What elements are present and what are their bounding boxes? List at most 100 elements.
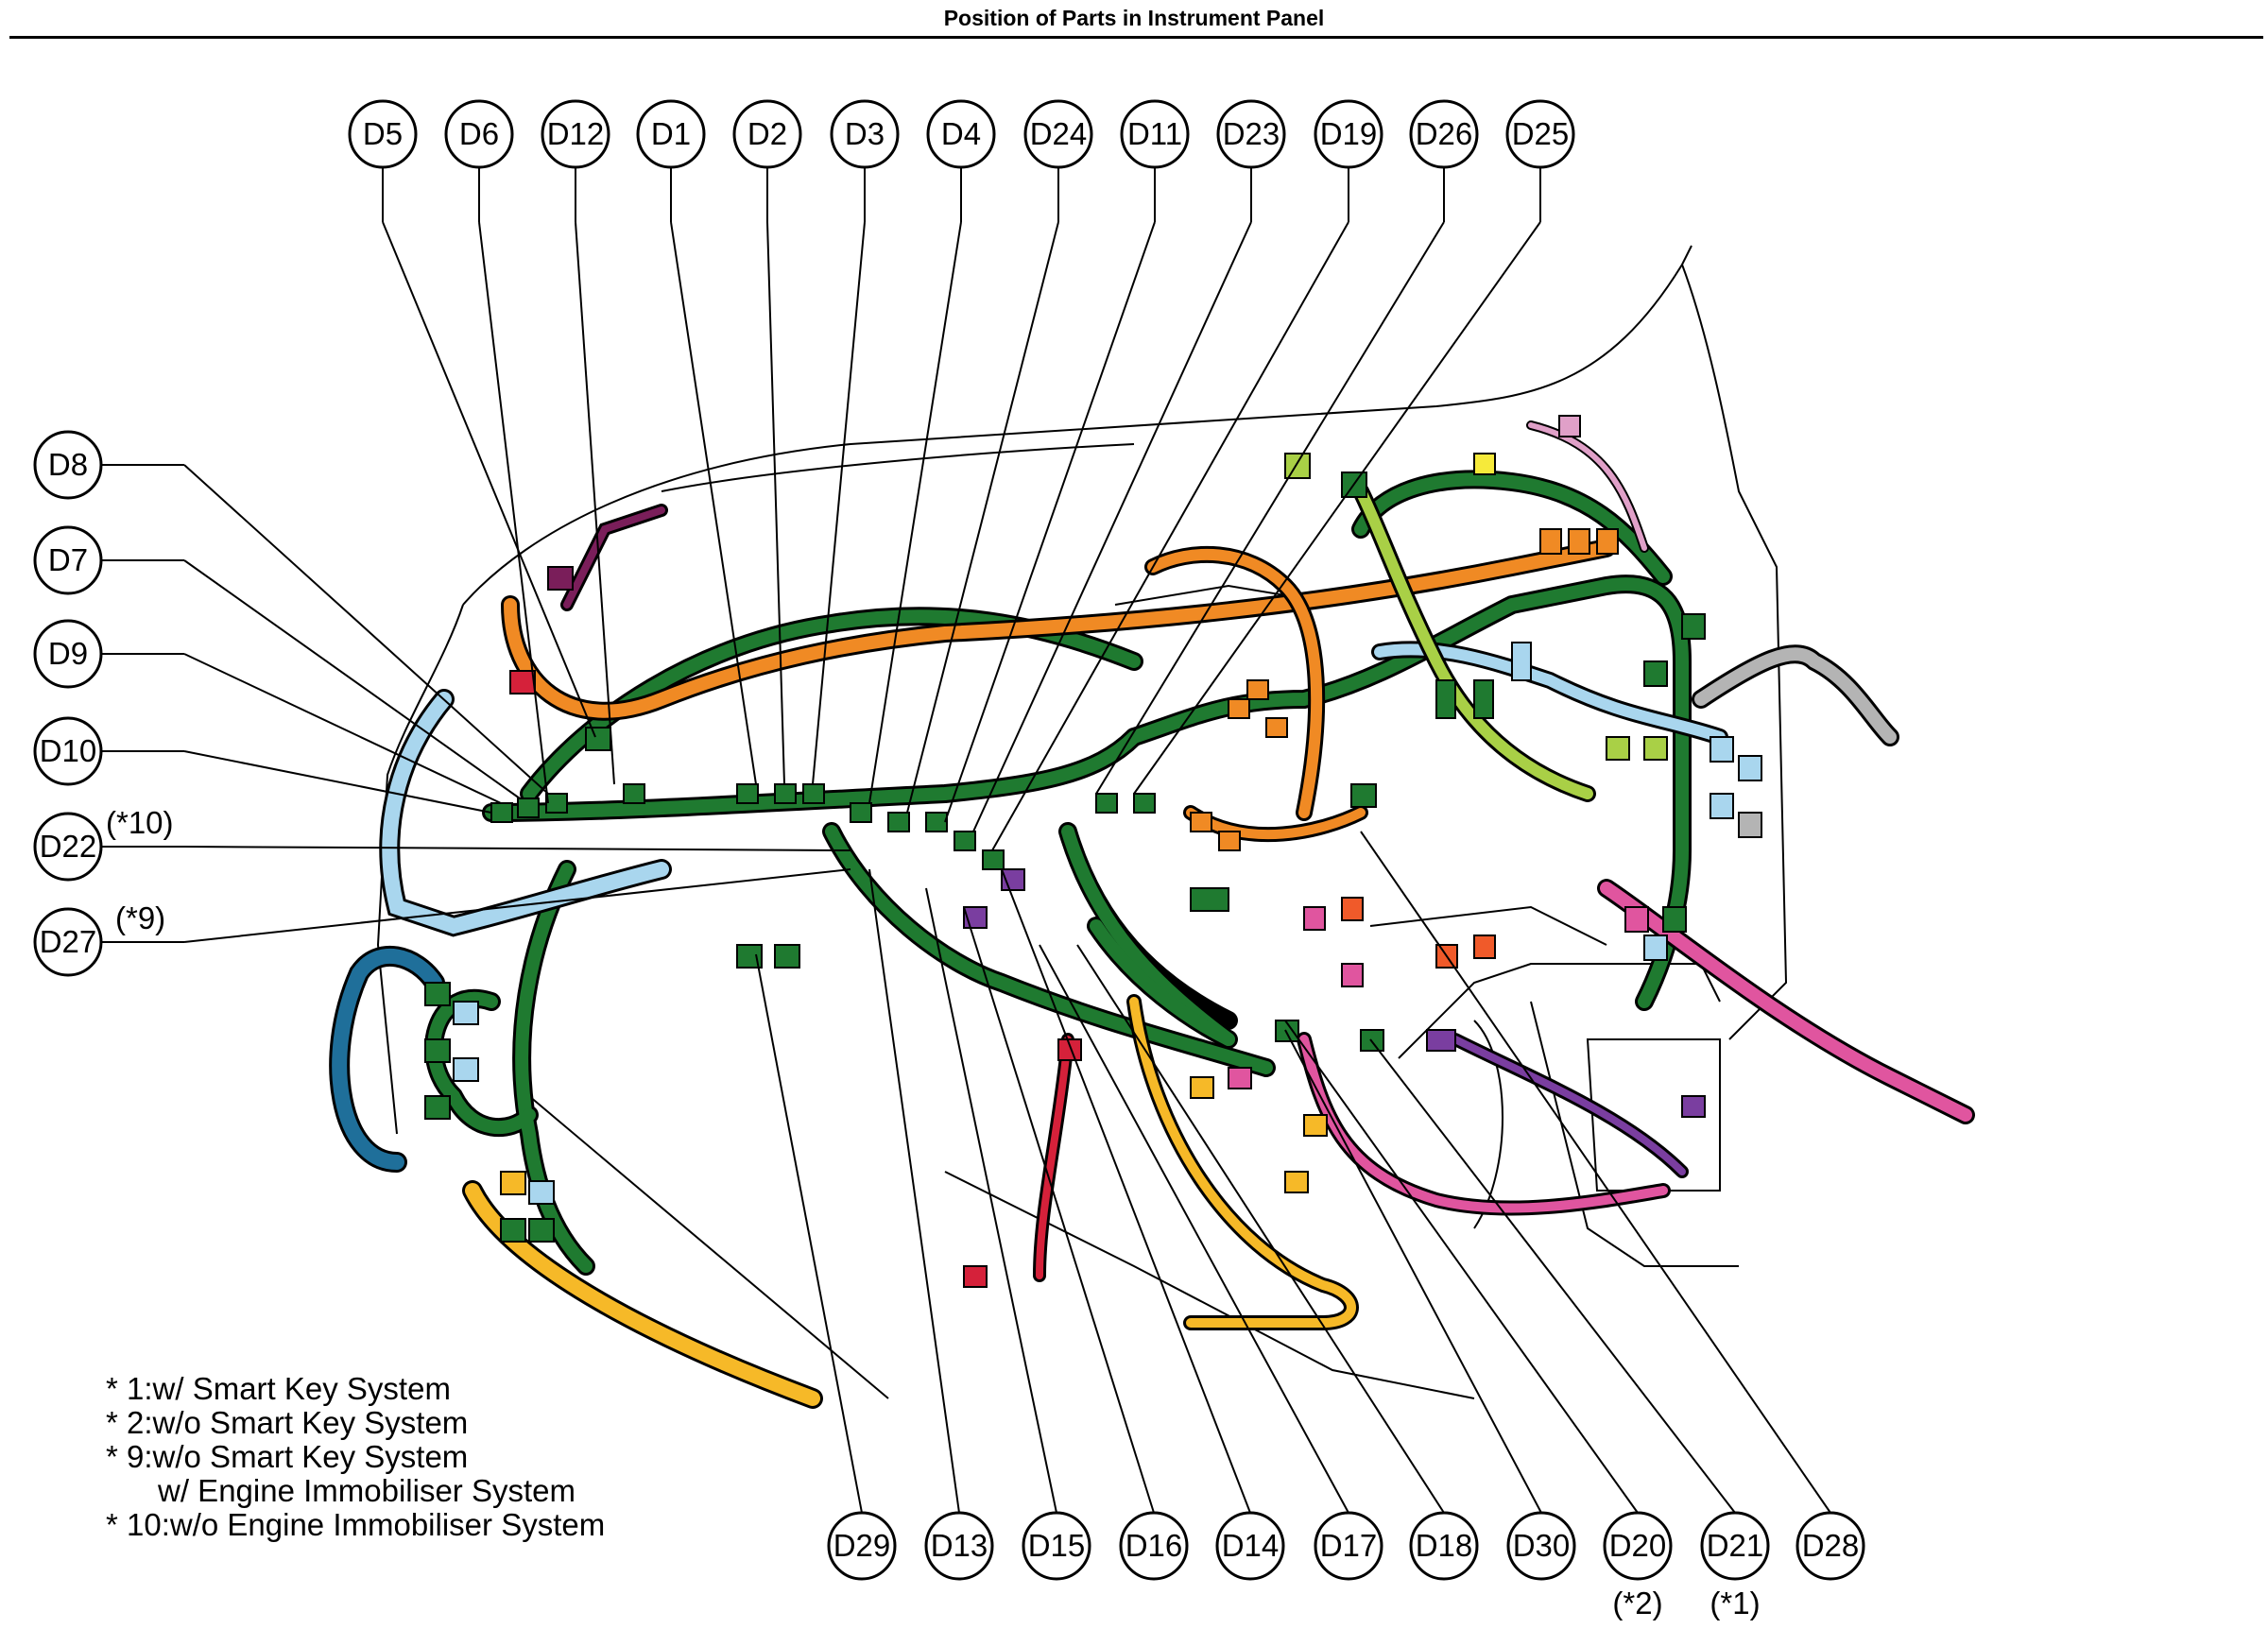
connector xyxy=(774,783,797,804)
callout-label: D3 xyxy=(845,116,885,151)
leader-line-d22 xyxy=(183,846,851,851)
callout-label: D19 xyxy=(1320,116,1378,151)
callout-label: D1 xyxy=(651,116,691,151)
callout-circle xyxy=(444,99,514,169)
callout-d28: D28 xyxy=(1796,1511,1865,1581)
callout-d6: D6 xyxy=(444,99,514,169)
callout-label: D27 xyxy=(40,924,97,959)
callout-circle xyxy=(1505,99,1575,169)
connector xyxy=(545,793,568,814)
leader-line-d4 xyxy=(868,221,962,804)
leader-line-d15 xyxy=(925,887,1057,1514)
connector xyxy=(1218,831,1241,851)
callout-label: D15 xyxy=(1028,1528,1086,1563)
callout-circle xyxy=(1603,1511,1673,1581)
callout-circle xyxy=(1216,99,1286,169)
legend-note-9: * 9:w/o Smart Key System xyxy=(106,1439,469,1474)
callout-d12: D12 xyxy=(541,99,610,169)
callout-label: D12 xyxy=(547,116,605,151)
legend-note-2: * 2:w/o Smart Key System xyxy=(106,1405,469,1440)
connector xyxy=(1275,1020,1299,1042)
callout-label: D9 xyxy=(48,636,88,671)
callout-label: D11 xyxy=(1127,116,1182,151)
connector xyxy=(1710,793,1734,819)
callout-circle xyxy=(33,716,103,786)
callout-d7: D7 xyxy=(33,525,103,595)
callout-d11: D11 xyxy=(1120,99,1190,169)
connector xyxy=(1662,906,1687,933)
leader-line-d20 xyxy=(1284,1020,1639,1514)
connector xyxy=(1057,1038,1082,1061)
connector xyxy=(1643,736,1668,761)
callout-circle xyxy=(33,812,103,882)
callout-note: (*1) xyxy=(1710,1586,1760,1620)
connector xyxy=(1303,1114,1328,1137)
callout-label: D25 xyxy=(1512,116,1570,151)
callout-d1: D1 xyxy=(636,99,706,169)
callout-circle xyxy=(348,99,418,169)
callout-circle xyxy=(1314,1511,1383,1581)
leader-line-d30 xyxy=(1284,1029,1542,1514)
callout-label: D2 xyxy=(747,116,787,151)
connector xyxy=(1558,415,1581,437)
leader-line-d27 xyxy=(183,868,851,943)
callout-label: D14 xyxy=(1222,1528,1280,1563)
callout-label: D20 xyxy=(1609,1528,1667,1563)
callout-circle xyxy=(924,1511,994,1581)
leader-line-d25 xyxy=(1133,221,1541,795)
callout-d22: D22 xyxy=(33,812,103,882)
leader-line-d10 xyxy=(183,750,492,814)
callout-d10: D10 xyxy=(33,716,103,786)
connector xyxy=(1133,793,1156,814)
leader-line-d23 xyxy=(972,221,1252,832)
callout-circle xyxy=(926,99,996,169)
callout-label: D8 xyxy=(48,447,88,482)
callout-d30: D30 xyxy=(1506,1511,1576,1581)
light-blue-wire-harness xyxy=(379,641,1728,937)
leader-line-d7 xyxy=(183,559,521,799)
callout-d29: D29 xyxy=(827,1511,897,1581)
callout-circle xyxy=(1022,1511,1091,1581)
connector xyxy=(453,1057,479,1082)
connector xyxy=(1435,679,1456,719)
callout-d14: D14 xyxy=(1215,1511,1285,1581)
connector xyxy=(954,831,976,851)
callout-label: D7 xyxy=(48,542,88,577)
callout-d9: D9 xyxy=(33,619,103,689)
callout-circle xyxy=(827,1511,897,1581)
callout-circle xyxy=(1506,1511,1576,1581)
legend-note-1: * 1:w/ Smart Key System xyxy=(106,1371,451,1406)
connector xyxy=(500,1171,526,1195)
connector xyxy=(517,797,540,818)
connector xyxy=(1643,660,1668,687)
callout-d16: D16 xyxy=(1119,1511,1189,1581)
page-title: Position of Parts in Instrument Panel xyxy=(943,6,1325,30)
connector xyxy=(1473,679,1494,719)
connector xyxy=(925,812,948,832)
connector xyxy=(1473,453,1496,475)
connector xyxy=(1624,906,1649,933)
callout-label: D16 xyxy=(1125,1528,1183,1563)
leader-line-d6 xyxy=(478,221,549,804)
connector xyxy=(500,1218,526,1243)
connector xyxy=(1738,812,1762,838)
connector xyxy=(1350,783,1377,808)
callout-circle xyxy=(1314,99,1383,169)
leader-line-d26 xyxy=(1095,221,1445,795)
purple-wire-harness xyxy=(560,504,1689,1178)
callout-circle xyxy=(1409,99,1479,169)
leader-line-d29 xyxy=(755,953,863,1514)
connector xyxy=(802,783,825,804)
callout-circle xyxy=(541,99,610,169)
connector xyxy=(1190,887,1229,912)
connector xyxy=(1426,1029,1456,1052)
title-rule xyxy=(9,36,2263,39)
connector xyxy=(1596,528,1619,555)
callout-label: D24 xyxy=(1030,116,1088,151)
connector xyxy=(982,849,1005,870)
connector xyxy=(547,566,574,591)
leader-line-d28 xyxy=(1360,831,1831,1514)
callout-d18: D18 xyxy=(1409,1511,1479,1581)
connector xyxy=(424,1095,451,1120)
connector xyxy=(623,783,645,804)
